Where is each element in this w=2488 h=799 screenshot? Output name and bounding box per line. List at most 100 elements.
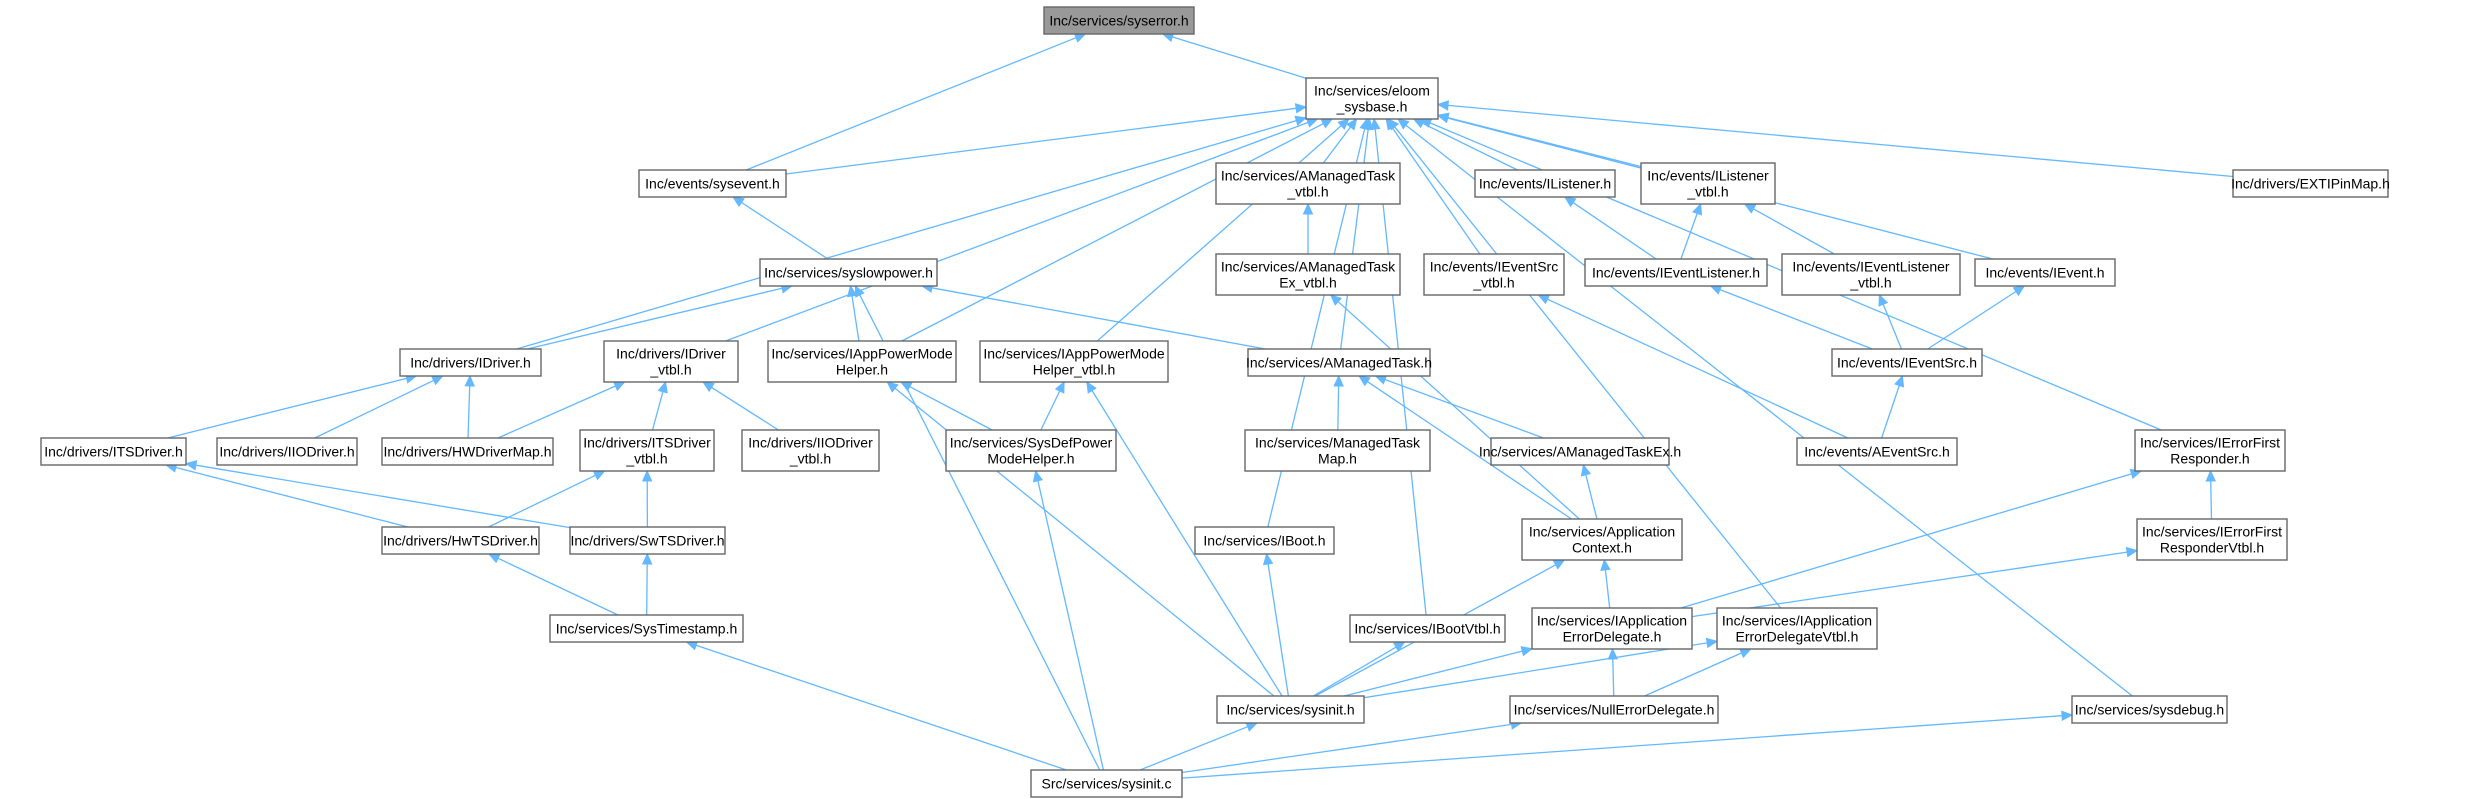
node-box[interactable] — [2232, 169, 2389, 198]
node-hwtsdriver[interactable]: Inc/drivers/HwTSDriver.h — [381, 526, 540, 555]
node-box[interactable] — [2071, 695, 2228, 724]
node-syserror[interactable]: Inc/services/syserror.h — [1043, 6, 1195, 35]
node-box[interactable] — [569, 526, 726, 555]
node-eloom[interactable]: Inc/services/eloom_sysbase.h — [1305, 77, 1439, 120]
edge-iappedel-to-iefr — [1680, 468, 2143, 609]
node-box[interactable] — [1974, 258, 2116, 287]
arrowhead-icon — [1607, 647, 1619, 660]
node-box[interactable] — [767, 340, 957, 383]
arrowhead-icon — [1894, 374, 1905, 388]
node-box[interactable] — [549, 614, 744, 643]
node-ieventsrc[interactable]: Inc/events/IEventSrc.h — [1831, 348, 1983, 377]
node-nulledel[interactable]: Inc/services/NullErrorDelegate.h — [1509, 695, 1719, 724]
node-box[interactable] — [1215, 162, 1401, 205]
node-sysdebug[interactable]: Inc/services/sysdebug.h — [2071, 695, 2228, 724]
node-itsdriver[interactable]: Inc/drivers/ITSDriver.h — [40, 437, 187, 466]
node-box[interactable] — [638, 169, 787, 198]
edge-sysdefpm-to-iapppm — [899, 381, 993, 431]
node-systimestamp[interactable]: Inc/services/SysTimestamp.h — [549, 614, 744, 643]
node-sysevent[interactable]: Inc/events/sysevent.h — [638, 169, 787, 198]
node-box[interactable] — [1247, 348, 1431, 377]
node-box[interactable] — [1584, 258, 1768, 287]
node-amtvtbl[interactable]: Inc/services/AManagedTask_vtbl.h — [1215, 162, 1401, 205]
node-iboot[interactable]: Inc/services/IBoot.h — [1194, 526, 1335, 555]
node-idrivervtbl[interactable]: Inc/drivers/IDriver_vtbl.h — [603, 340, 739, 383]
node-box[interactable] — [1716, 607, 1878, 650]
edge-amtexvtbl-to-amtvtbl — [1302, 202, 1314, 254]
node-box[interactable] — [1216, 695, 1365, 724]
node-ieventsrcvtbl[interactable]: Inc/events/IEventSrc_vtbl.h — [1423, 253, 1565, 296]
node-box[interactable] — [1244, 429, 1431, 472]
node-box[interactable] — [1521, 518, 1683, 561]
node-box[interactable] — [1490, 437, 1670, 466]
node-box[interactable] — [1423, 253, 1565, 296]
node-box[interactable] — [1640, 162, 1776, 205]
edge-line — [195, 464, 571, 529]
node-ieventlistener[interactable]: Inc/events/IEventListener.h — [1584, 258, 1768, 287]
edge-line — [741, 201, 829, 260]
node-box[interactable] — [1831, 348, 1983, 377]
node-ilistenervtbl[interactable]: Inc/events/IListener_vtbl.h — [1640, 162, 1776, 205]
node-ilistener[interactable]: Inc/events/IListener.h — [1474, 169, 1616, 198]
node-syslowpower[interactable]: Inc/services/syslowpower.h — [759, 258, 938, 287]
node-label: Inc/services/NullErrorDelegate.h — [1514, 702, 1715, 718]
node-box[interactable] — [603, 340, 739, 383]
node-box[interactable] — [945, 429, 1117, 472]
node-box[interactable] — [1531, 607, 1693, 650]
arrowhead-icon — [1262, 552, 1274, 566]
edge-line — [901, 123, 1324, 342]
node-box[interactable] — [1043, 6, 1195, 35]
node-amtexvtbl[interactable]: Inc/services/AManagedTaskEx_vtbl.h — [1215, 253, 1401, 296]
node-box[interactable] — [399, 348, 542, 377]
node-box[interactable] — [40, 437, 187, 466]
node-label: Context.h — [1572, 540, 1632, 556]
node-box[interactable] — [741, 429, 880, 472]
node-box[interactable] — [2134, 429, 2286, 472]
node-label: Responder.h — [2170, 451, 2249, 467]
node-sysinitc[interactable]: Src/services/sysinit.c — [1030, 769, 1183, 798]
node-box[interactable] — [1215, 253, 1401, 296]
node-box[interactable] — [979, 340, 1169, 383]
node-hwdrivermap[interactable]: Inc/drivers/HWDriverMap.h — [381, 437, 554, 466]
node-box[interactable] — [216, 437, 358, 466]
node-box[interactable] — [1194, 526, 1335, 555]
node-amtex[interactable]: Inc/services/AManagedTaskEx.h — [1479, 437, 1681, 466]
node-box[interactable] — [1305, 77, 1439, 120]
node-box[interactable] — [759, 258, 938, 287]
arrowhead-icon — [1580, 463, 1592, 477]
node-box[interactable] — [2136, 518, 2288, 561]
arrowhead-icon — [702, 381, 715, 393]
node-idriver[interactable]: Inc/drivers/IDriver.h — [399, 348, 542, 377]
node-iappedelvtbl[interactable]: Inc/services/IApplicationErrorDelegateVt… — [1716, 607, 1878, 650]
node-aeventsrc[interactable]: Inc/events/AEventSrc.h — [1796, 437, 1958, 466]
node-box[interactable] — [579, 429, 715, 472]
node-iiodriver[interactable]: Inc/drivers/IIODriver.h — [216, 437, 358, 466]
node-label: Inc/events/IListener — [1647, 168, 1769, 184]
node-ibootvtbl[interactable]: Inc/services/IBootVtbl.h — [1349, 614, 1506, 643]
node-box[interactable] — [1796, 437, 1958, 466]
node-label: Inc/events/IListener.h — [1479, 176, 1611, 192]
node-box[interactable] — [1349, 614, 1506, 643]
node-box[interactable] — [1030, 769, 1183, 798]
node-ievent[interactable]: Inc/events/IEvent.h — [1974, 258, 2116, 287]
node-box[interactable] — [1474, 169, 1616, 198]
node-swtsdriver[interactable]: Inc/drivers/SwTSDriver.h — [569, 526, 726, 555]
node-box[interactable] — [381, 526, 540, 555]
node-amt[interactable]: Inc/services/AManagedTask.h — [1246, 348, 1432, 377]
node-box[interactable] — [381, 437, 554, 466]
node-itsdrivervtbl[interactable]: Inc/drivers/ITSDriver_vtbl.h — [579, 429, 715, 472]
node-iiodrivervtbl[interactable]: Inc/drivers/IIODriver_vtbl.h — [741, 429, 880, 472]
node-sysinith[interactable]: Inc/services/sysinit.h — [1216, 695, 1365, 724]
node-ieventlistenervtbl[interactable]: Inc/events/IEventListener_vtbl.h — [1781, 253, 1961, 296]
node-box[interactable] — [1781, 253, 1961, 296]
node-box[interactable] — [1509, 695, 1719, 724]
node-extipin[interactable]: Inc/drivers/EXTIPinMap.h — [2231, 169, 2390, 198]
